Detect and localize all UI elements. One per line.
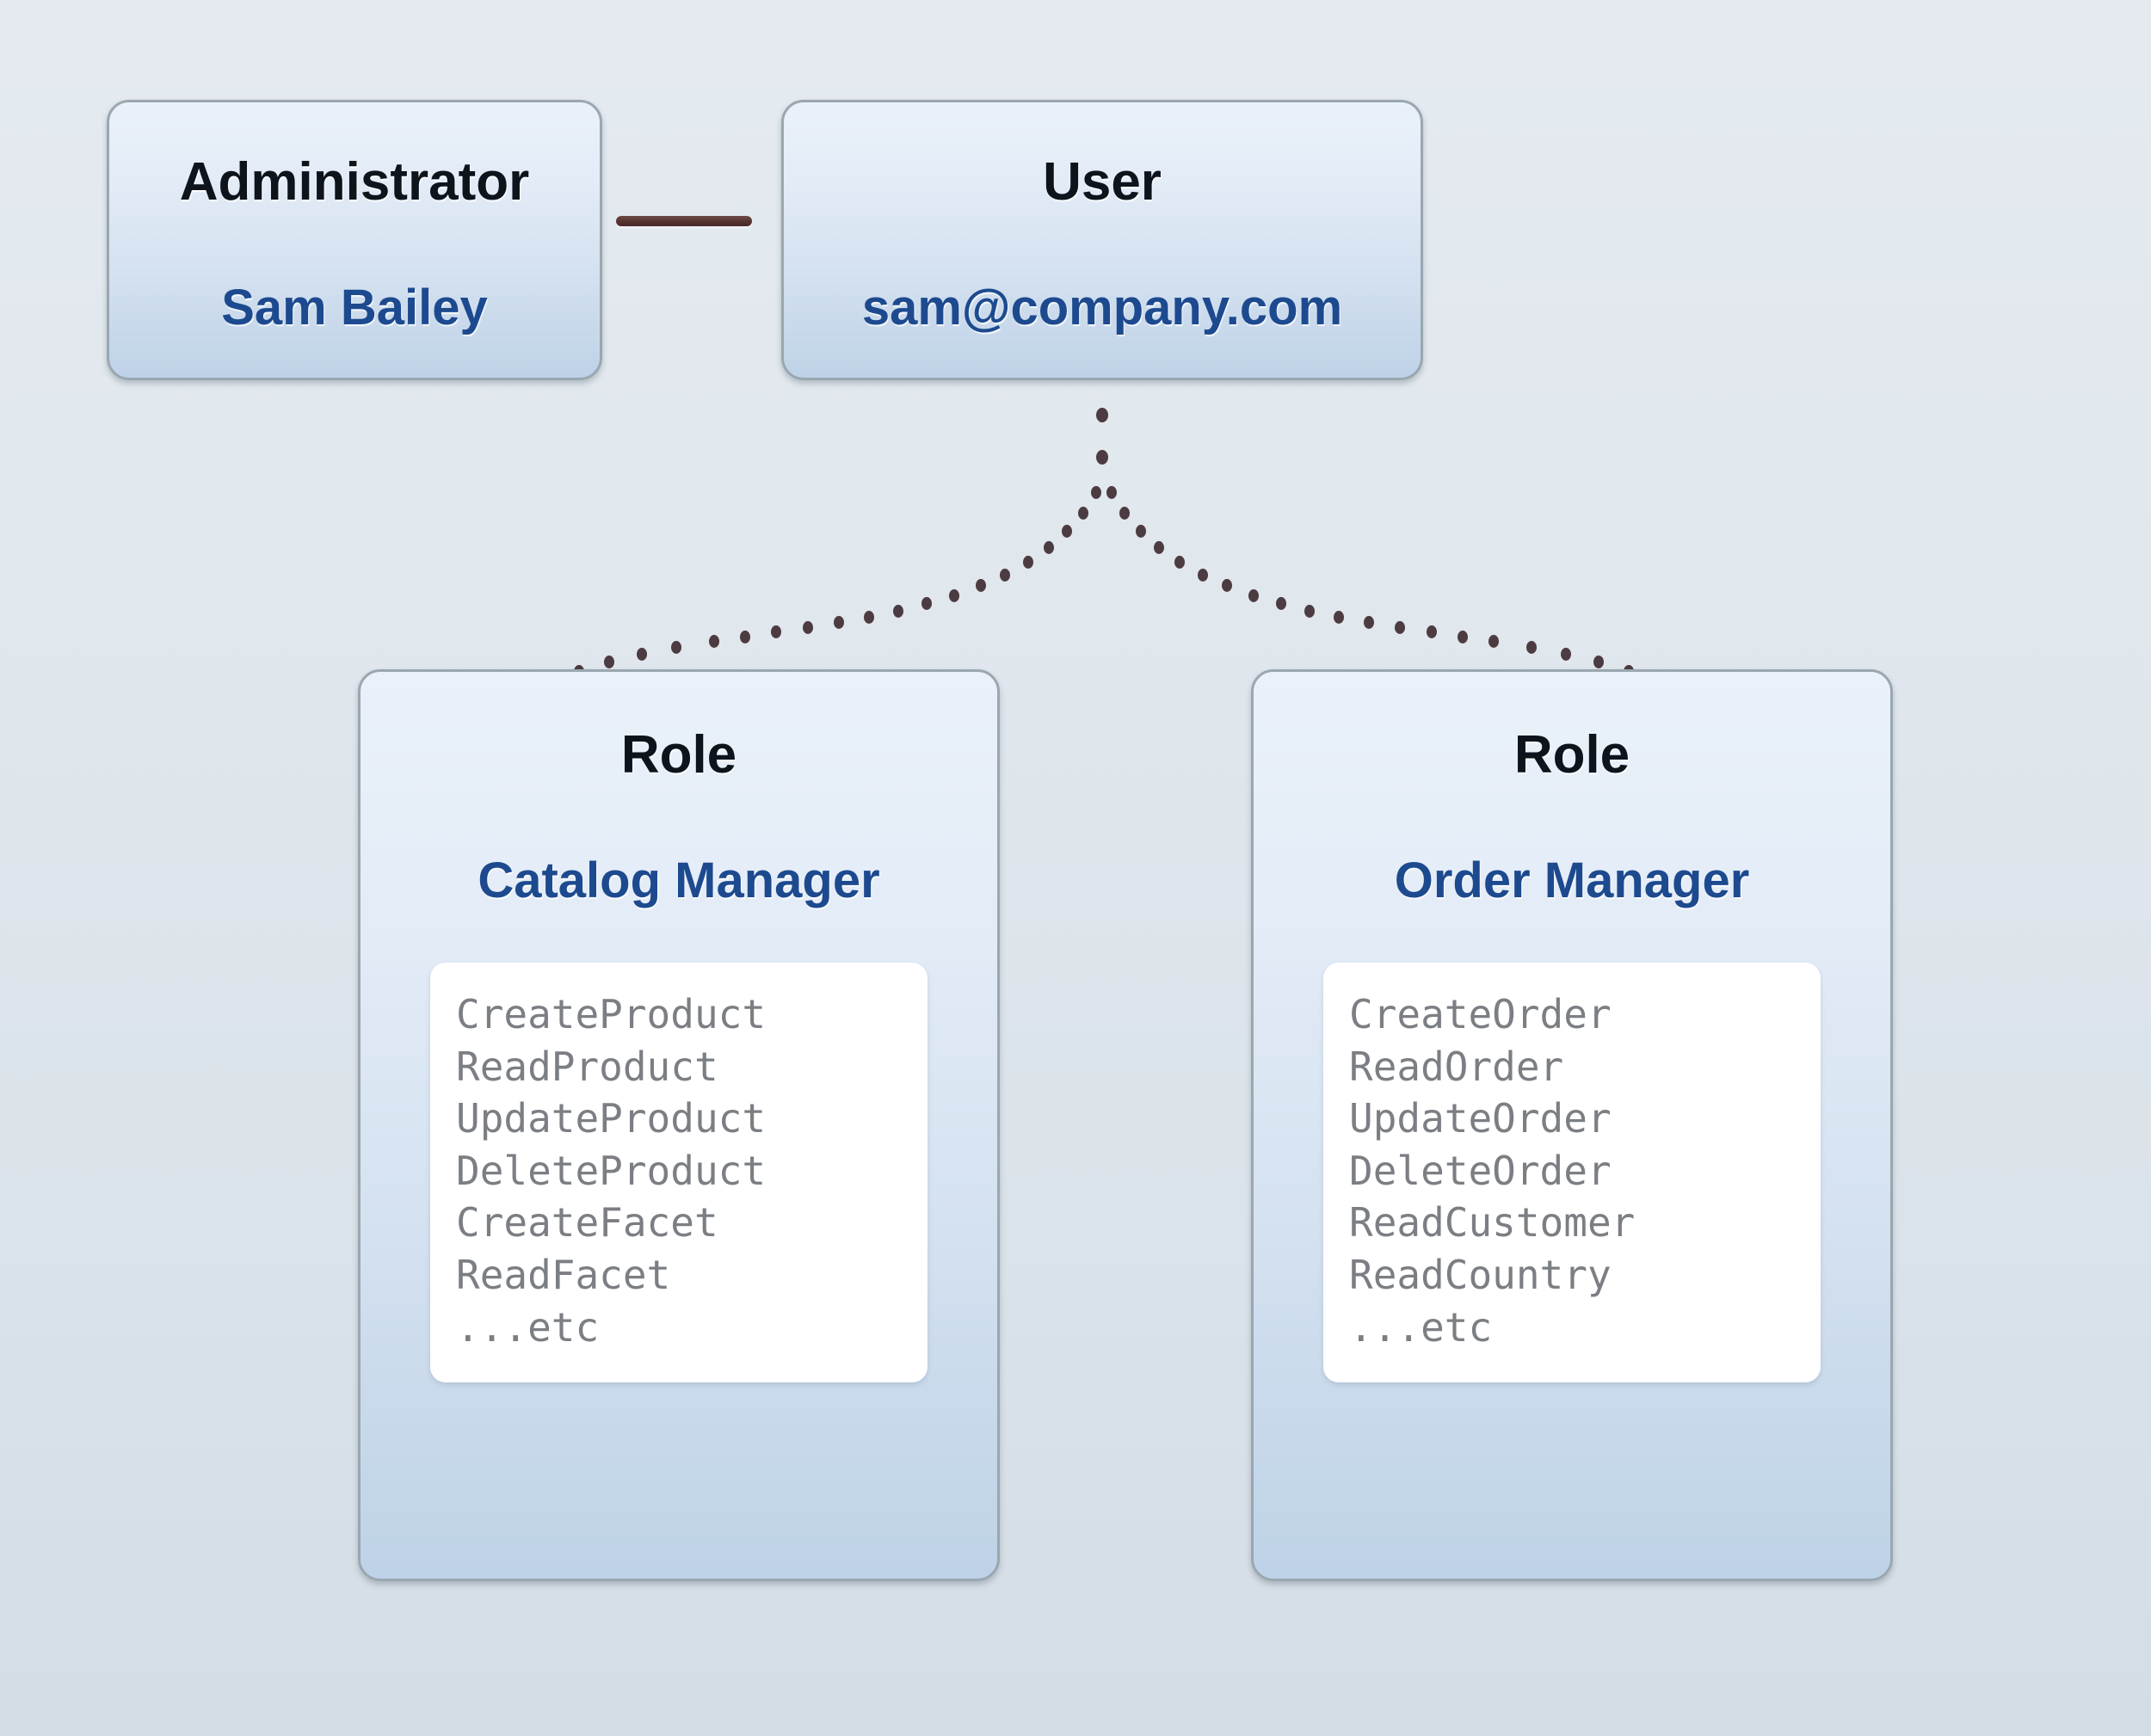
permission-item: DeleteProduct: [456, 1147, 767, 1194]
permission-item: DeleteOrder: [1349, 1147, 1612, 1194]
connector-dot: [1457, 630, 1468, 643]
connector-dot: [863, 610, 874, 624]
connector-dot: [1525, 640, 1537, 654]
permission-item: CreateFacet: [456, 1199, 718, 1247]
administrator-type-label: Administrator: [179, 152, 530, 212]
role-0-type-label: Role: [620, 725, 737, 785]
connector-dot: [1154, 541, 1165, 555]
connector-administrator-user: [616, 216, 752, 226]
connector-dot: [1561, 647, 1572, 661]
permission-item: UpdateProduct: [456, 1095, 767, 1142]
permission-item: ReadProduct: [456, 1043, 718, 1090]
permission-item: ...etc: [1349, 1303, 1493, 1351]
connector-dot: [1096, 407, 1108, 422]
connector-dot: [1426, 625, 1437, 639]
role-1-name-label: Order Manager: [1394, 853, 1750, 908]
connector-dot: [1000, 568, 1011, 582]
connector-dot: [1395, 621, 1406, 635]
connector-dot: [1222, 579, 1233, 593]
permission-item: ReadFacet: [456, 1251, 671, 1298]
connector-dot: [949, 588, 960, 602]
permission-item: CreateProduct: [456, 991, 767, 1037]
permission-item: CreateOrder: [1349, 991, 1612, 1037]
connector-dot: [1022, 556, 1033, 569]
connector-dot: [802, 621, 813, 635]
connector-dot: [1091, 485, 1101, 499]
permission-item: ...etc: [456, 1303, 600, 1351]
connector-dot: [1096, 449, 1108, 465]
connector-dot: [740, 630, 751, 643]
connector-dot: [671, 640, 682, 654]
permission-item: ReadCountry: [1349, 1251, 1612, 1298]
connector-dot: [893, 604, 904, 618]
user-email-label: sam@company.com: [861, 280, 1343, 336]
node-administrator[interactable]: Administrator Sam Bailey: [107, 100, 602, 380]
connector-dot: [1043, 541, 1054, 555]
connector-dot: [1197, 568, 1208, 582]
connector-dot: [921, 597, 933, 611]
connector-dot: [1135, 525, 1146, 539]
connector-dot: [975, 579, 986, 593]
connector-dot: [1304, 604, 1315, 618]
connector-dot: [1077, 506, 1088, 520]
connector-dot: [833, 616, 844, 630]
administrator-name-label: Sam Bailey: [221, 280, 488, 336]
permission-item: ReadOrder: [1349, 1043, 1564, 1090]
connector-dot: [1174, 556, 1186, 569]
connector-dot: [636, 647, 647, 661]
node-user[interactable]: User sam@company.com: [781, 100, 1423, 380]
connector-dot: [1593, 656, 1605, 669]
connector-dot: [1364, 616, 1375, 630]
connector-dot: [1488, 634, 1499, 648]
connector-dot: [603, 656, 614, 669]
connector-dot: [1119, 506, 1131, 520]
permission-item: ReadCustomer: [1349, 1199, 1636, 1247]
connector-dot: [1062, 525, 1072, 539]
connector-dot: [1334, 610, 1345, 624]
connector-dot: [771, 625, 782, 639]
user-type-label: User: [1043, 152, 1162, 212]
role-0-name-label: Catalog Manager: [478, 853, 880, 908]
permission-item: UpdateOrder: [1349, 1095, 1612, 1142]
connector-dot: [709, 634, 719, 648]
connector-dot: [1106, 485, 1117, 499]
connector-dot: [1275, 597, 1286, 611]
role-1-type-label: Role: [1513, 725, 1630, 785]
connector-dot: [1248, 588, 1259, 602]
